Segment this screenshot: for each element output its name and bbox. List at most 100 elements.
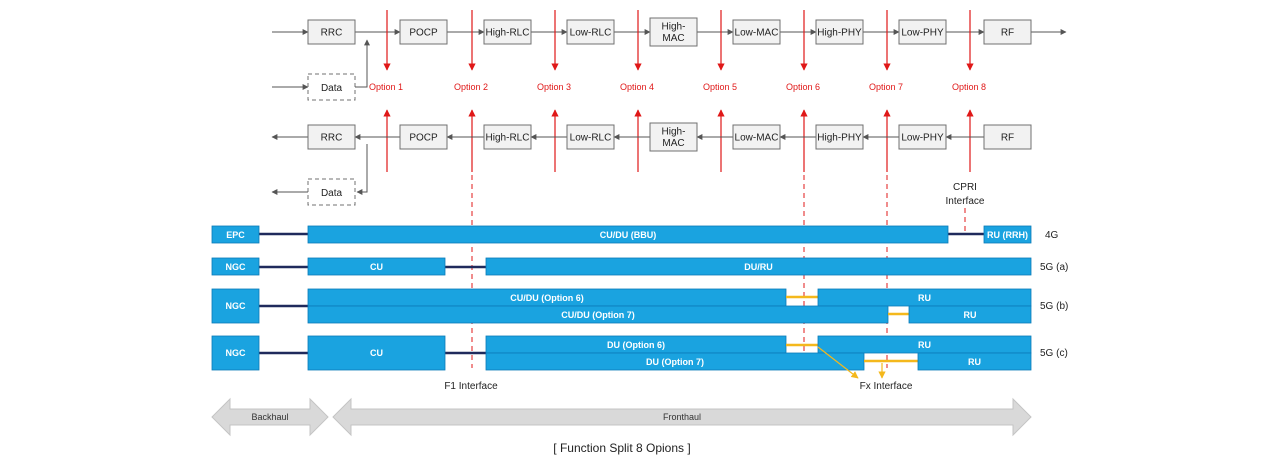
block-low-rlc-top: Low-RLC xyxy=(566,19,615,45)
block-label: Data xyxy=(321,83,343,94)
f1-interface-label: F1 Interface xyxy=(444,381,498,392)
cudu-option7-label: CU/DU (Option 7) xyxy=(561,310,635,320)
option-6-label: Option 6 xyxy=(786,82,820,92)
option-2-label: Option 2 xyxy=(454,82,488,92)
block-label: RF xyxy=(1001,133,1014,144)
cudu-bbu-box xyxy=(307,225,949,244)
row-label-5g-c: 5G (c) xyxy=(1040,348,1068,359)
figure-caption: [ Function Split 8 Opions ] xyxy=(553,441,690,455)
ru-option6-label: RU xyxy=(918,293,931,303)
block-pocp-bottom: POCP xyxy=(399,124,448,150)
ngc-label: NGC xyxy=(226,262,247,272)
block-label: High-PHY xyxy=(817,28,862,39)
block-high-phy-top: High-PHY xyxy=(815,19,864,45)
row-4g: EPC CU/DU (BBU) RU (RRH) 4G xyxy=(211,225,1059,244)
block-pocp-top: POCP xyxy=(399,19,448,45)
block-label: Low-RLC xyxy=(570,133,612,144)
option-7-label: Option 7 xyxy=(869,82,903,92)
du-option7-label: DU (Option 7) xyxy=(646,357,704,367)
cpri-label-line1: CPRI xyxy=(953,182,977,193)
block-label: Low-MAC xyxy=(735,28,779,39)
block-label-line1: High- xyxy=(662,127,686,138)
row-label-5g-b: 5G (b) xyxy=(1040,301,1068,312)
epc-box xyxy=(211,225,260,244)
block-label-line2: MAC xyxy=(662,33,684,44)
ru-option7-label: RU xyxy=(968,357,981,367)
cpri-label-line2: Interface xyxy=(946,196,985,207)
block-label: POCP xyxy=(409,133,438,144)
backhaul-label: Backhaul xyxy=(251,412,288,422)
block-label-line1: High- xyxy=(662,22,686,33)
epc-label: EPC xyxy=(226,230,245,240)
block-rrc-top: RRC xyxy=(307,19,356,45)
ru-option7-box xyxy=(917,352,1032,371)
block-high-rlc-top: High-RLC xyxy=(483,19,532,45)
ru-rrh-box xyxy=(983,225,1032,244)
block-low-rlc-bottom: Low-RLC xyxy=(566,124,615,150)
row-5g-c: NGC CU DU (Option 6) RU DU (Option 7) RU… xyxy=(211,335,1068,379)
row-label-4g: 4G xyxy=(1045,230,1059,241)
option-4-label: Option 4 xyxy=(620,82,654,92)
ngc-box xyxy=(211,288,260,324)
block-label: High-RLC xyxy=(486,133,530,144)
block-low-phy-top: Low-PHY xyxy=(898,19,947,45)
block-label: RF xyxy=(1001,28,1014,39)
block-rf-top: RF xyxy=(983,19,1032,45)
option-arrows: Option 1 Option 2 Option 3 Option 4 Opti… xyxy=(369,10,986,172)
du-option6-label: DU (Option 6) xyxy=(607,340,665,350)
block-label: High-RLC xyxy=(486,28,530,39)
du-ru-label: DU/RU xyxy=(744,262,773,272)
row-label-5g-a: 5G (a) xyxy=(1040,262,1068,273)
ru-option7-label: RU xyxy=(964,310,977,320)
block-label: Low-RLC xyxy=(570,28,612,39)
block-low-mac-top: Low-MAC xyxy=(732,19,781,45)
row-5g-a: NGC CU DU/RU 5G (a) xyxy=(211,257,1068,276)
cu-box xyxy=(307,257,446,276)
block-high-mac-top: High-MAC xyxy=(649,17,698,47)
ngc-box xyxy=(211,257,260,276)
downlink-chain: RRC POCP High-RLC Low-RLC High-MAC Low-M… xyxy=(272,17,1067,101)
cu-label: CU xyxy=(370,262,383,272)
block-high-phy-bottom: High-PHY xyxy=(815,124,864,150)
fronthaul-label: Fronthaul xyxy=(663,412,701,422)
block-low-phy-bottom: Low-PHY xyxy=(898,124,947,150)
option-8-label: Option 8 xyxy=(952,82,986,92)
block-label: RRC xyxy=(321,28,343,39)
block-high-mac-bottom: High-MAC xyxy=(649,122,698,152)
block-label-line2: MAC xyxy=(662,138,684,149)
block-rf-bottom: RF xyxy=(983,124,1032,150)
block-data-bottom: Data xyxy=(307,178,356,206)
uplink-chain: RRC POCP High-RLC Low-RLC High-MAC Low-M… xyxy=(271,122,1032,206)
block-label: Low-PHY xyxy=(901,28,944,39)
ngc-label: NGC xyxy=(226,348,247,358)
cu-box xyxy=(307,335,446,371)
block-high-rlc-bottom: High-RLC xyxy=(483,124,532,150)
ru-option7-box xyxy=(908,305,1032,324)
ru-option6-label: RU xyxy=(918,340,931,350)
cu-label: CU xyxy=(370,348,383,358)
block-rrc-bottom: RRC xyxy=(307,124,356,150)
fronthaul-band: Fronthaul xyxy=(332,397,1032,437)
option-1-label: Option 1 xyxy=(369,82,403,92)
ru-rrh-label: RU (RRH) xyxy=(987,230,1028,240)
du-ru-box xyxy=(485,257,1032,276)
block-label: POCP xyxy=(409,28,438,39)
cudu-bbu-label: CU/DU (BBU) xyxy=(600,230,657,240)
ngc-box xyxy=(211,335,260,371)
ngc-label: NGC xyxy=(226,301,247,311)
cpri-interface: CPRI Interface xyxy=(946,182,985,232)
option-3-label: Option 3 xyxy=(537,82,571,92)
block-label: RRC xyxy=(321,133,343,144)
block-label: Data xyxy=(321,188,343,199)
block-low-mac-bottom: Low-MAC xyxy=(732,124,781,150)
fx-interface-label: Fx Interface xyxy=(860,381,913,392)
backhaul-band: Backhaul xyxy=(211,397,329,437)
row-5g-b: NGC CU/DU (Option 6) RU CU/DU (Option 7)… xyxy=(211,288,1068,324)
block-data-top: Data xyxy=(307,73,356,101)
block-label: Low-MAC xyxy=(735,133,779,144)
block-label: High-PHY xyxy=(817,133,862,144)
option-5-label: Option 5 xyxy=(703,82,737,92)
block-label: Low-PHY xyxy=(901,133,944,144)
cudu-option6-label: CU/DU (Option 6) xyxy=(510,293,584,303)
